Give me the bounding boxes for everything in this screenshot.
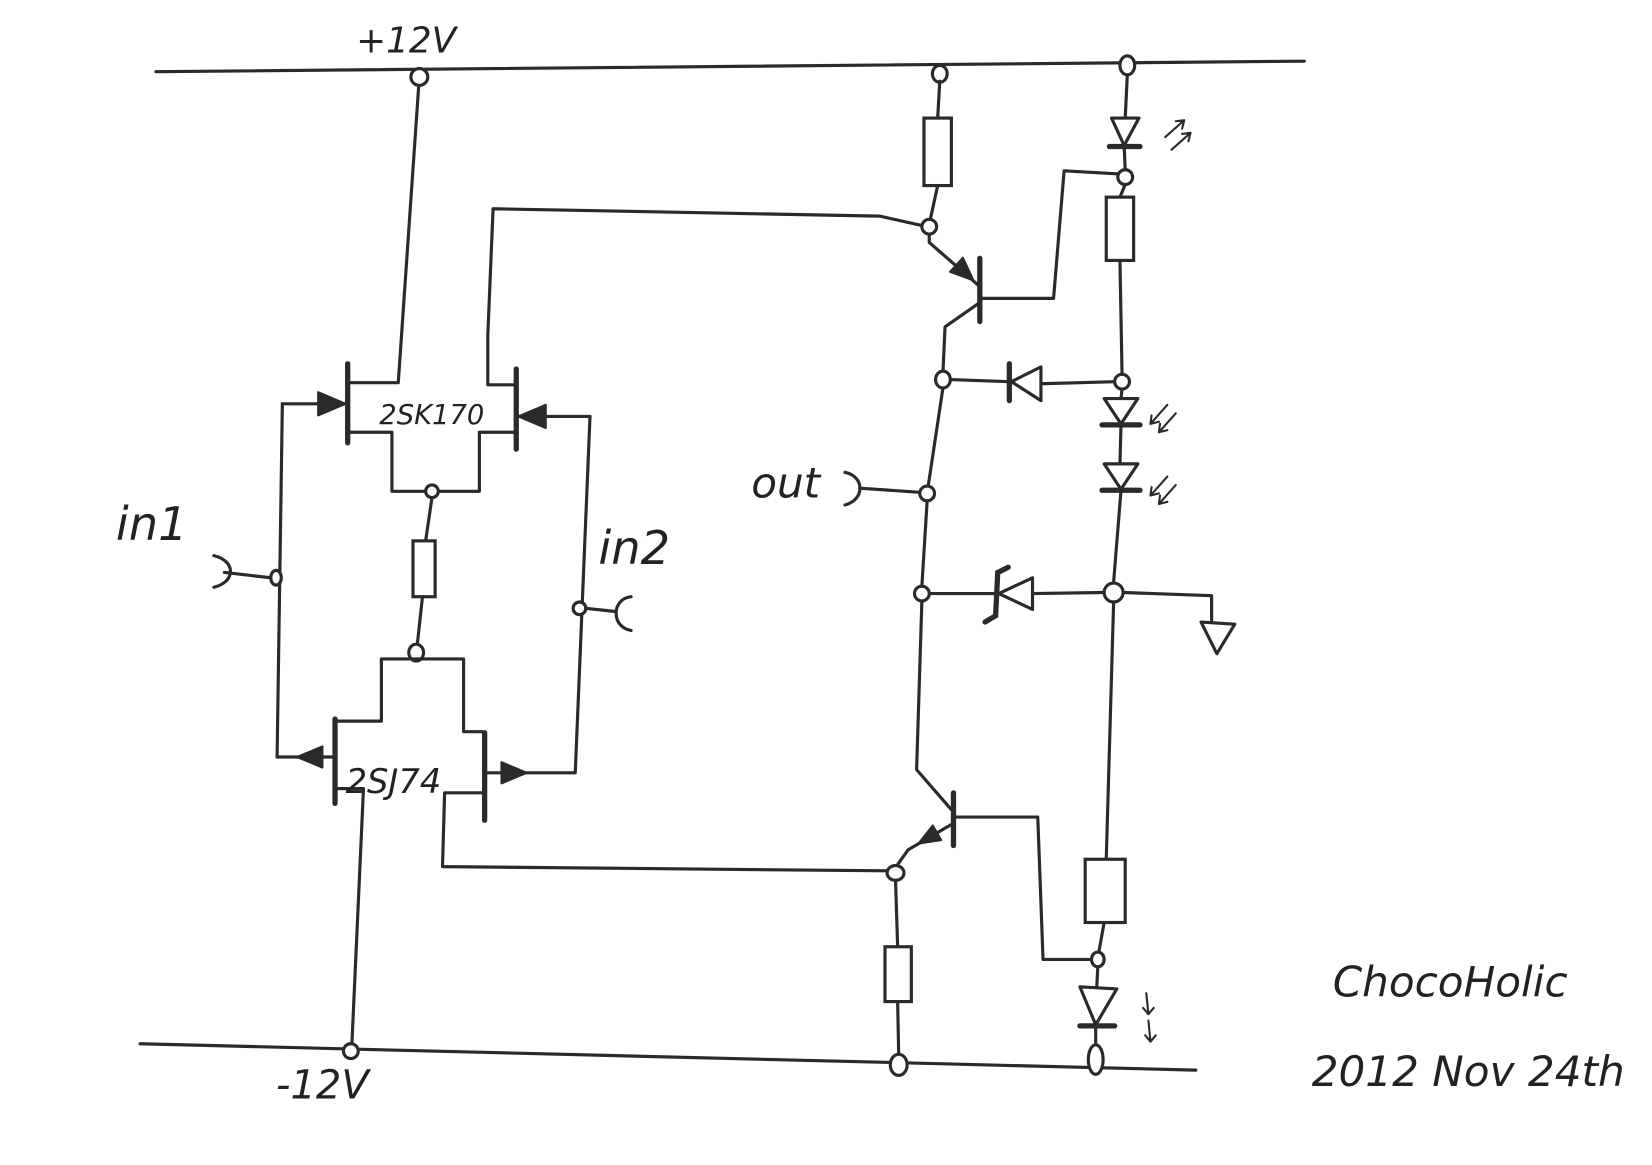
- node-bottom-mid: [888, 1052, 909, 1077]
- connector-in2-icon: [614, 595, 633, 633]
- led-top-light-icon: [1164, 119, 1192, 151]
- wire-2sk170-drain-to-pnp: [486, 207, 929, 387]
- node-2sk170-tail: [424, 483, 440, 500]
- connector-out-icon: [843, 470, 862, 507]
- wire-zener-right: [1030, 590, 1106, 596]
- wire-in2-lead: [584, 606, 617, 614]
- led-bottom-light-icon: [1142, 992, 1157, 1043]
- signature-date: 2012 Nov 24th: [1312, 1047, 1625, 1096]
- resistor-bottom: [883, 945, 913, 1004]
- wire-led-bottom-upper: [1095, 965, 1100, 989]
- wire-right-resistor-lower: [1118, 258, 1124, 376]
- led-lower-light-icon: [1149, 475, 1177, 506]
- wire-right-lower-resistor-bottom: [1097, 920, 1106, 954]
- negative-rail: [138, 1042, 1198, 1072]
- node-in2: [571, 600, 588, 617]
- label-plus-12v: +12V: [356, 21, 459, 62]
- resistor-right-lower: [1083, 857, 1127, 925]
- wire-in1-lead: [222, 570, 273, 580]
- node-top-right: [1118, 54, 1137, 77]
- node-pnp-emitter: [920, 217, 939, 236]
- diode-mid-body: [1009, 365, 1043, 403]
- wire-top-transistor-base: [978, 169, 1121, 300]
- node-diode-right: [1113, 372, 1132, 391]
- wire-2sj74-right-drain: [440, 791, 891, 873]
- label-in1: in1: [116, 497, 188, 551]
- wire-out-to-zener: [920, 499, 929, 588]
- wire-lower-transistor-base: [951, 815, 1091, 961]
- wire-led1-lower: [1122, 144, 1127, 172]
- wire-2sk170-sources: [348, 430, 516, 493]
- label-in2: in2: [598, 521, 670, 575]
- led-lower-body: [1102, 462, 1140, 491]
- wire-top-resistor-lower: [928, 183, 940, 221]
- node-2sj74-tail: [407, 642, 426, 663]
- wire-diode-left: [948, 377, 1011, 384]
- wire-bottom-resistor-lower: [896, 1000, 901, 1057]
- transistor-top-collector: [941, 301, 982, 374]
- node-minus-12v: [341, 1042, 360, 1061]
- wire-led3-lower: [1112, 488, 1123, 584]
- node-zener-left: [912, 584, 931, 603]
- node-pnp-collector: [933, 369, 952, 390]
- label-2sk170: 2SK170: [379, 400, 484, 431]
- wire-out-lead: [858, 486, 922, 494]
- node-base-bias-bottom: [1089, 950, 1106, 969]
- resistor-top: [922, 116, 953, 188]
- transistor-top-emitter-arrow: [948, 256, 975, 282]
- wire-2sj74-left-drain: [335, 787, 366, 1046]
- wire-diode-right: [1039, 380, 1117, 386]
- wire-tail-lower: [415, 595, 425, 647]
- zener-cathode: [982, 564, 1011, 625]
- label-minus-12v: -12V: [276, 1063, 371, 1109]
- led-top-body: [1109, 116, 1141, 148]
- resistor-tail: [411, 539, 437, 599]
- node-bottom-right: [1086, 1043, 1105, 1076]
- label-2sj74: 2SJ74: [346, 762, 442, 801]
- wire-supply-to-2sk170-drain: [348, 75, 421, 385]
- label-out: out: [751, 459, 821, 508]
- wire-led2-lower: [1118, 423, 1123, 466]
- zener-body: [997, 576, 1035, 611]
- gate-arrow-2sk170-right: [517, 403, 547, 430]
- transistor-lower-emitter-arrow: [917, 824, 943, 845]
- wire-top-resistor-upper: [936, 79, 942, 120]
- node-npn-emitter: [885, 863, 906, 882]
- connector-in1-icon: [212, 554, 232, 589]
- wire-right-resistor-upper: [1118, 182, 1127, 199]
- node-ground: [1102, 581, 1125, 604]
- wire-in2-rail: [573, 414, 592, 775]
- wire-to-ground: [1121, 590, 1214, 624]
- transistor-lower-emitter: [896, 822, 953, 867]
- gate-arrow-2sj74-right: [500, 761, 528, 785]
- led-middle-light-icon: [1149, 403, 1177, 434]
- wire-zener-to-npn: [915, 599, 953, 812]
- node-base-bias-top: [1116, 168, 1135, 187]
- wire-2sj74-sources: [335, 657, 485, 734]
- gate-arrow-2sj74-left: [296, 745, 324, 769]
- positive-rail: [154, 59, 1306, 74]
- node-plus-12v: [409, 66, 430, 87]
- wire-tail-upper: [424, 496, 434, 543]
- ground-icon: [1199, 620, 1237, 656]
- wire-bottom-resistor-upper: [893, 878, 900, 949]
- resistor-right-upper: [1104, 195, 1136, 262]
- wire-led1-upper: [1123, 73, 1129, 120]
- wire-collector-to-out: [926, 386, 945, 488]
- node-out: [918, 484, 937, 503]
- led-bottom-body: [1078, 985, 1119, 1027]
- led-middle-body: [1102, 396, 1140, 426]
- signature-author: ChocoHolic: [1333, 957, 1568, 1006]
- wire-right-lower-column: [1104, 600, 1116, 861]
- gate-arrow-2sk170-left: [317, 391, 347, 417]
